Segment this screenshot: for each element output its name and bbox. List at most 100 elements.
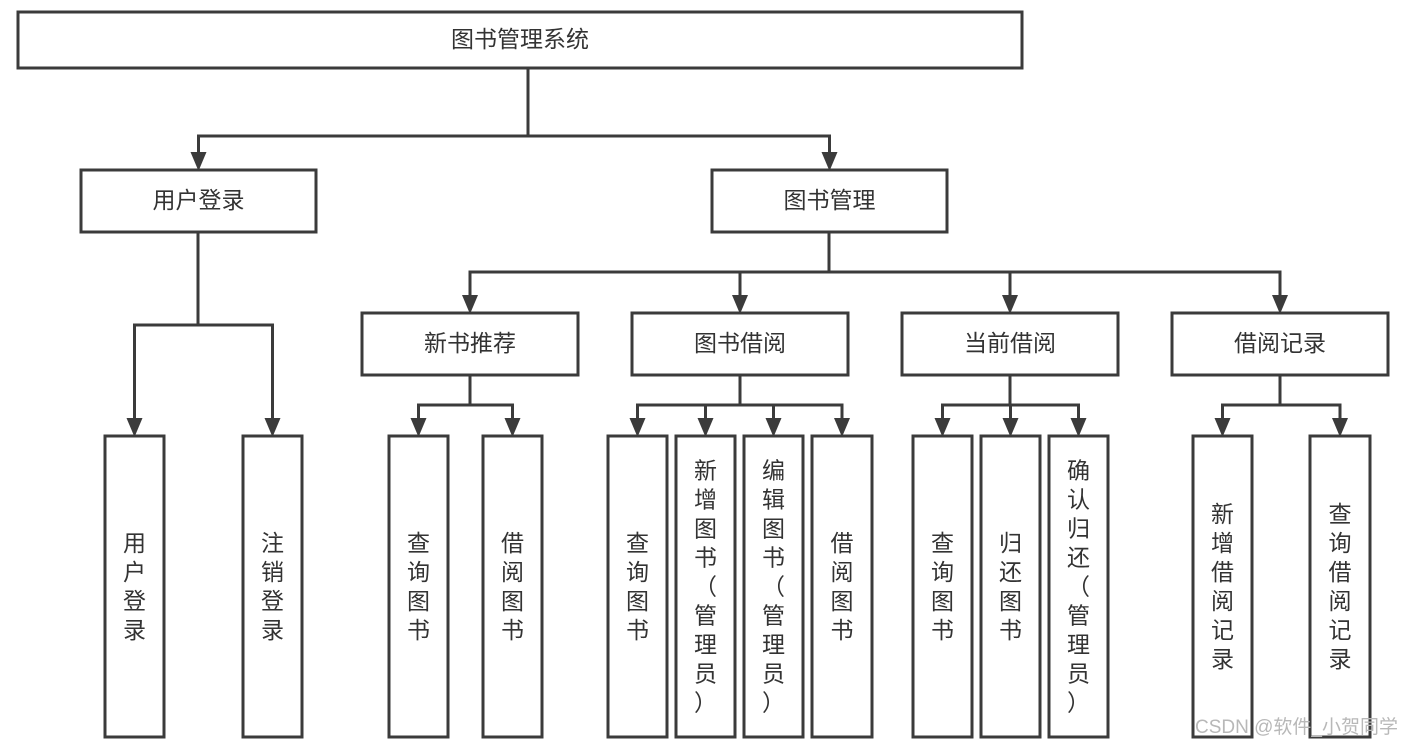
node-leaf-query-borrow-record-box[interactable] bbox=[1308, 434, 1372, 739]
connector-line bbox=[468, 270, 829, 300]
arrow-head-icon bbox=[765, 418, 782, 437]
connector-line bbox=[198, 323, 274, 423]
arrow-head-icon bbox=[1070, 418, 1087, 437]
node-leaf-user-logout-label: 注销登录 bbox=[261, 530, 284, 643]
csdn-watermark: CSDN @软件_小贺同学 bbox=[1195, 716, 1398, 738]
node-leaf-user-logout[interactable]: 注销登录 bbox=[241, 434, 304, 739]
node-leaf-add-book[interactable]: 新增图书（管理员） bbox=[674, 434, 737, 739]
node-leaf-user-login-label: 用户登录 bbox=[123, 530, 146, 643]
node-new-book-recommend-label: 新书推荐 bbox=[424, 330, 516, 356]
node-book-borrow[interactable]: 图书借阅 bbox=[630, 311, 850, 377]
node-book-borrow-box[interactable] bbox=[630, 311, 850, 377]
arrow-head-icon bbox=[126, 418, 143, 437]
node-leaf-query-borrow-record-label: 查询借阅记录 bbox=[1329, 501, 1352, 672]
node-leaf-confirm-return[interactable]: 确认归还（管理员） bbox=[1047, 434, 1110, 739]
node-borrow-record-label: 借阅记录 bbox=[1234, 330, 1326, 356]
connector-line bbox=[704, 403, 740, 423]
node-leaf-add-book-label: 新增图书（管理员） bbox=[694, 458, 717, 716]
node-leaf-query-book-2-label: 查询图书 bbox=[626, 530, 649, 643]
connector-line bbox=[133, 323, 198, 423]
node-borrow-record[interactable]: 借阅记录 bbox=[1170, 311, 1390, 377]
node-leaf-return-book[interactable]: 归还图书 bbox=[979, 434, 1042, 739]
arrow-head-icon bbox=[264, 418, 281, 437]
arrow-head-icon bbox=[821, 152, 838, 171]
node-leaf-add-borrow-record[interactable]: 新增借阅记录 bbox=[1191, 434, 1254, 739]
node-leaf-edit-book-box[interactable] bbox=[742, 434, 805, 739]
node-current-borrow-label: 当前借阅 bbox=[964, 330, 1056, 356]
connector-line bbox=[1010, 403, 1080, 423]
node-book-manage[interactable]: 图书管理 bbox=[710, 168, 949, 234]
node-leaf-user-login-box[interactable] bbox=[103, 434, 166, 739]
connector-line bbox=[1280, 403, 1342, 423]
node-current-borrow-box[interactable] bbox=[900, 311, 1120, 377]
node-leaf-borrow-book-2-label: 借阅图书 bbox=[831, 530, 854, 643]
node-leaf-confirm-return-label: 确认归还（管理员） bbox=[1067, 458, 1090, 716]
node-borrow-record-box[interactable] bbox=[1170, 311, 1390, 377]
arrow-head-icon bbox=[1002, 295, 1018, 314]
connector-line bbox=[740, 403, 844, 423]
node-leaf-query-book-3-label: 查询图书 bbox=[931, 530, 954, 643]
connector-line bbox=[417, 403, 470, 423]
node-leaf-edit-book[interactable]: 编辑图书（管理员） bbox=[742, 434, 805, 739]
node-new-book-recommend[interactable]: 新书推荐 bbox=[360, 311, 580, 377]
connector-line bbox=[528, 134, 831, 157]
node-leaf-query-book-1-box[interactable] bbox=[387, 434, 450, 739]
connector-line bbox=[197, 134, 528, 157]
arrow-head-icon bbox=[732, 295, 748, 314]
node-user-login-box[interactable] bbox=[79, 168, 318, 234]
node-leaf-user-logout-box[interactable] bbox=[241, 434, 304, 739]
connector-line bbox=[470, 403, 514, 423]
node-root-box[interactable] bbox=[16, 10, 1024, 70]
node-root-label: 图书管理系统 bbox=[451, 26, 589, 52]
node-current-borrow[interactable]: 当前借阅 bbox=[900, 311, 1120, 377]
node-root[interactable]: 图书管理系统 bbox=[16, 10, 1024, 70]
arrow-head-icon bbox=[834, 418, 850, 437]
node-book-manage-box[interactable] bbox=[710, 168, 949, 234]
node-leaf-borrow-book-1-box[interactable] bbox=[481, 434, 544, 739]
arrow-head-icon bbox=[410, 418, 427, 437]
arrow-head-icon bbox=[1272, 295, 1288, 314]
node-leaf-return-book-box[interactable] bbox=[979, 434, 1042, 739]
connector-line bbox=[941, 403, 1010, 423]
node-leaf-borrow-book-1-label: 借阅图书 bbox=[501, 530, 524, 643]
node-leaf-user-login[interactable]: 用户登录 bbox=[103, 434, 166, 739]
node-leaf-query-book-2-box[interactable] bbox=[606, 434, 669, 739]
node-user-login-label: 用户登录 bbox=[153, 187, 245, 213]
node-leaf-add-borrow-record-box[interactable] bbox=[1191, 434, 1254, 739]
node-leaf-borrow-book-2[interactable]: 借阅图书 bbox=[810, 434, 874, 739]
connector-line bbox=[829, 270, 1282, 300]
arrow-head-icon bbox=[934, 418, 951, 437]
node-leaf-borrow-book-2-box[interactable] bbox=[810, 434, 874, 739]
arrow-head-icon bbox=[1002, 418, 1019, 437]
node-leaf-confirm-return-box[interactable] bbox=[1047, 434, 1110, 739]
arrow-head-icon bbox=[462, 295, 478, 314]
connector-line bbox=[636, 403, 740, 423]
arrow-head-icon bbox=[1214, 418, 1231, 437]
nodes-layer: 图书管理系统用户登录图书管理新书推荐图书借阅当前借阅借阅记录用户登录注销登录查询… bbox=[16, 10, 1390, 739]
arrow-head-icon bbox=[629, 418, 646, 437]
node-leaf-borrow-book-1[interactable]: 借阅图书 bbox=[481, 434, 544, 739]
arrow-head-icon bbox=[504, 418, 521, 437]
connector-line bbox=[1221, 403, 1280, 423]
node-new-book-recommend-box[interactable] bbox=[360, 311, 580, 377]
connector-line bbox=[829, 270, 1012, 300]
node-leaf-query-book-1-label: 查询图书 bbox=[407, 530, 430, 643]
node-leaf-query-borrow-record[interactable]: 查询借阅记录 bbox=[1308, 434, 1372, 739]
node-book-borrow-label: 图书借阅 bbox=[694, 330, 786, 356]
node-book-manage-label: 图书管理 bbox=[784, 187, 876, 213]
node-leaf-query-book-3-box[interactable] bbox=[911, 434, 974, 739]
node-leaf-add-book-box[interactable] bbox=[674, 434, 737, 739]
node-leaf-return-book-label: 归还图书 bbox=[999, 530, 1022, 643]
node-leaf-add-borrow-record-label: 新增借阅记录 bbox=[1211, 501, 1234, 672]
connector-line bbox=[738, 270, 829, 300]
arrow-head-icon bbox=[697, 418, 714, 437]
node-user-login[interactable]: 用户登录 bbox=[79, 168, 318, 234]
node-leaf-query-book-3[interactable]: 查询图书 bbox=[911, 434, 974, 739]
node-leaf-edit-book-label: 编辑图书（管理员） bbox=[762, 458, 785, 716]
arrow-head-icon bbox=[1332, 418, 1348, 437]
node-leaf-query-book-2[interactable]: 查询图书 bbox=[606, 434, 669, 739]
node-leaf-query-book-1[interactable]: 查询图书 bbox=[387, 434, 450, 739]
arrow-head-icon bbox=[190, 152, 207, 171]
